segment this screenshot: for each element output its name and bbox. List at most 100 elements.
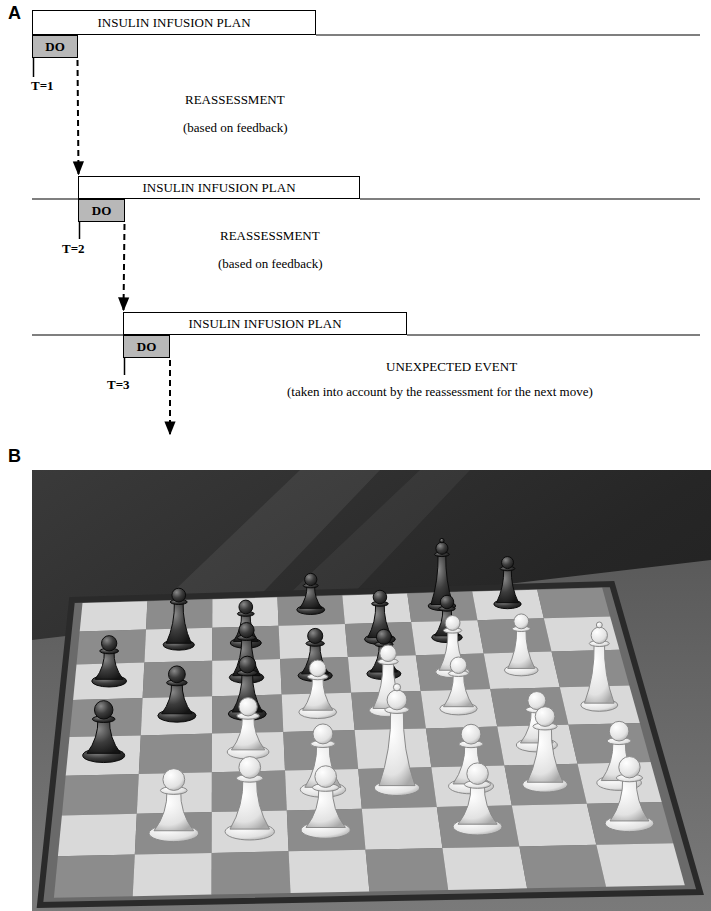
board-square xyxy=(366,848,449,891)
box-label: DO xyxy=(45,39,65,55)
black-piece xyxy=(297,573,325,614)
piece-head xyxy=(450,657,466,673)
piece-body xyxy=(306,787,345,827)
plan-box: INSULIN INFUSION PLAN xyxy=(78,176,360,199)
white-piece xyxy=(149,769,199,842)
piece-body xyxy=(166,602,191,643)
piece-body xyxy=(508,629,535,669)
piece-head xyxy=(376,629,391,644)
board-square xyxy=(212,851,291,894)
photo-background xyxy=(32,470,711,911)
piece-body xyxy=(458,784,497,824)
piece-head xyxy=(168,666,185,683)
piece-body xyxy=(584,644,614,704)
piece-body xyxy=(300,586,322,609)
piece-body xyxy=(305,744,341,787)
piece-head xyxy=(239,698,257,716)
box-label: INSULIN INFUSION PLAN xyxy=(188,316,341,332)
dashed-arrow xyxy=(124,224,125,310)
table-surface xyxy=(32,560,711,911)
dashed-arrow xyxy=(169,360,171,434)
black-piece xyxy=(83,701,125,763)
piece-head xyxy=(239,656,256,673)
action-box: DO xyxy=(32,35,78,58)
piece-body xyxy=(233,614,258,642)
white-piece xyxy=(449,724,494,794)
piece-finial xyxy=(393,684,400,691)
board-square xyxy=(537,588,610,619)
time-tick xyxy=(79,222,81,239)
piece-head xyxy=(535,707,555,727)
piece-head xyxy=(591,627,607,643)
piece-body xyxy=(162,683,193,714)
piece-head xyxy=(467,763,489,785)
piece-body xyxy=(95,651,123,679)
piece-head xyxy=(609,721,629,741)
piece-body xyxy=(453,744,489,784)
piece-body xyxy=(231,716,264,750)
piece-head xyxy=(309,660,326,677)
board-square xyxy=(289,850,370,893)
piece-body xyxy=(610,778,649,821)
time-tick xyxy=(124,358,126,375)
piece-body xyxy=(230,778,270,829)
board-square xyxy=(133,853,212,896)
piece-head xyxy=(380,645,397,662)
chess-pieces xyxy=(83,538,654,841)
piece-head xyxy=(436,542,448,554)
board-frame xyxy=(40,584,700,905)
board-square xyxy=(62,774,139,816)
event-note: (taken into account by the reassessment … xyxy=(287,384,593,400)
piece-head xyxy=(313,724,333,744)
timeline-rule xyxy=(32,334,123,335)
piece-head xyxy=(172,588,186,602)
white-piece xyxy=(581,622,618,711)
board-square xyxy=(519,845,606,889)
white-piece xyxy=(299,660,337,718)
plan-box: INSULIN INFUSION PLAN xyxy=(32,10,316,35)
timeline-rule xyxy=(360,198,700,199)
action-box: DO xyxy=(123,335,170,358)
white-piece xyxy=(374,684,419,796)
piece-head xyxy=(445,615,460,630)
time-label: T=1 xyxy=(31,78,54,94)
black-piece xyxy=(428,538,456,610)
white-piece xyxy=(453,763,502,835)
piece-body xyxy=(154,790,194,830)
board-square xyxy=(362,807,443,850)
black-piece xyxy=(92,636,127,687)
step-note: (based on feedback) xyxy=(183,120,288,136)
white-piece xyxy=(300,724,345,797)
box-label: INSULIN INFUSION PLAN xyxy=(97,15,250,31)
box-label: INSULIN INFUSION PLAN xyxy=(142,180,295,196)
piece-head xyxy=(239,757,261,779)
white-piece xyxy=(301,766,350,839)
piece-finial xyxy=(440,538,444,542)
timeline-rule xyxy=(407,334,700,335)
plan-box: INSULIN INFUSION PLAN xyxy=(123,312,407,335)
piece-body xyxy=(233,638,261,676)
white-piece xyxy=(504,614,538,676)
board-square xyxy=(139,734,212,774)
piece-head xyxy=(163,769,185,791)
white-piece xyxy=(227,698,269,759)
piece-head xyxy=(514,614,529,629)
step-note: REASSESSMENT xyxy=(185,92,285,108)
white-piece xyxy=(605,757,654,832)
piece-body xyxy=(303,677,333,711)
piece-finial xyxy=(596,622,602,628)
time-label: T=2 xyxy=(62,241,85,257)
piece-head xyxy=(305,573,317,585)
piece-body xyxy=(527,726,563,782)
black-piece xyxy=(163,588,194,650)
board-square xyxy=(80,601,148,631)
board-square xyxy=(442,847,527,890)
board-square xyxy=(351,691,426,730)
time-label: T=3 xyxy=(107,377,130,393)
piece-body xyxy=(444,673,474,706)
black-piece xyxy=(298,628,332,681)
panel-letter: A xyxy=(8,3,21,24)
